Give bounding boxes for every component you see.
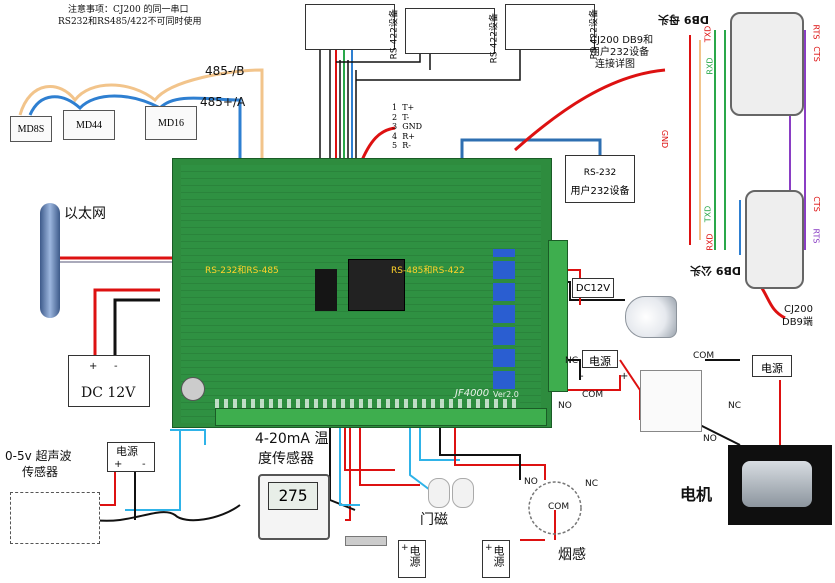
smoke-com: COM: [548, 502, 570, 512]
motor-label: 电机: [680, 485, 713, 504]
dc12v-main-minus: -: [114, 361, 118, 372]
note-line2: RS232和RS485/422不可同时使用: [58, 17, 202, 27]
power-label-ultrasonic: 电源: [116, 445, 138, 458]
rs232-device: RS-232 用户232设备: [565, 155, 635, 203]
right-terminal-block: [548, 240, 568, 392]
db9-male-label: DB9 公头: [690, 264, 741, 277]
wire-txd-bottom: TXD: [703, 205, 713, 223]
temp-sensor-line1: 4-20mA 温: [255, 431, 329, 447]
smoke-nc: NC: [585, 479, 599, 489]
db9-detail-line1: CJ200 DB9和: [590, 35, 654, 46]
db9-female-label: DB9 母头: [658, 13, 709, 26]
smoke-label: 烟感: [558, 547, 586, 563]
power-label-temp: 电源: [408, 545, 421, 567]
no-label-2: NO: [703, 434, 717, 444]
board-label-rs232-485: RS-232和RS-485: [205, 266, 279, 276]
relay-plus: +: [620, 371, 629, 382]
cj200-port-line1: CJ200: [784, 304, 814, 315]
power-box-motor: 电源: [752, 355, 792, 377]
db9-detail-line2: 用户232设备: [590, 47, 650, 58]
wire-gnd: GND: [660, 129, 670, 149]
relay-bank: [493, 249, 515, 389]
db9-female-connector: [730, 12, 804, 116]
wire-rxd-bottom: RXD: [705, 233, 715, 251]
db9-male-connector: [745, 190, 804, 289]
smoke-plus: +: [485, 543, 493, 553]
nc-label-1: NC: [565, 356, 579, 366]
dc12v-main-label: DC 12V: [81, 385, 136, 401]
door-sensor-left: [428, 478, 450, 508]
ethernet-label: 以太网: [64, 206, 106, 222]
temp-connector: [345, 536, 387, 546]
wire-cts-top: CTS: [811, 46, 821, 62]
ultrasonic-line1: 0-5v 超声波: [5, 449, 72, 463]
memory-chip: [315, 269, 337, 311]
rs422-device-1-label: RS-422设备: [389, 9, 399, 60]
nc-label-2: NC: [728, 401, 742, 411]
power-label-smoke: 电源: [492, 545, 505, 567]
temp-sensor-device: 275: [258, 474, 330, 540]
smoke-no: NO: [524, 477, 538, 487]
temp-sensor-line2: 度传感器: [258, 451, 314, 467]
rs422-pin-list: 1 T+ 2 T- 3 GND 4 R+ 5 R-: [392, 103, 422, 151]
pin-row: 2 T-: [392, 112, 410, 122]
note-line1: 注意事项：CJ200 的同一串口: [68, 5, 189, 15]
db9-detail-line3: 连接详图: [595, 59, 635, 70]
rs422-device-2: RS-422设备: [405, 8, 499, 63]
wire-cts-bottom: CTS: [811, 196, 821, 212]
relay-minus: -: [580, 371, 584, 382]
rs485-b-label: 485-/B: [205, 64, 245, 78]
ultrasonic-plus: +: [114, 459, 123, 470]
power-box-smoke: + 电源: [482, 540, 510, 578]
dc12v-small-supply: DC12V: [572, 278, 614, 298]
rs232-device-line1: RS-232: [583, 168, 617, 178]
power-box-ultrasonic: 电源 + -: [107, 442, 155, 472]
ultrasonic-sensor: [10, 492, 100, 544]
power-box-temp: + 电源: [398, 540, 426, 578]
board-label-rs422: RS-485和RS-422: [391, 266, 465, 276]
dc12v-main-supply: + - DC 12V: [68, 355, 150, 407]
no-label-1: NO: [558, 401, 572, 411]
ethernet-pipe: [40, 203, 60, 318]
bottom-terminal-block: [215, 408, 547, 426]
power-box-relay: 电源: [582, 350, 618, 368]
cpu-chip: [348, 259, 405, 311]
ultrasonic-minus: -: [142, 459, 146, 470]
cj200-port-line2: DB9端: [782, 317, 813, 328]
rs485-module-md16: MD16: [145, 106, 197, 140]
pin-row: 1 T+: [392, 103, 415, 112]
rs422-device-1: RS-422设备: [305, 4, 399, 59]
coin-battery: [181, 377, 205, 401]
wire-rts-bottom: RTS: [811, 228, 821, 244]
door-sensor-right: [452, 478, 474, 508]
rs422-device-3: RS-422设备: [505, 4, 599, 59]
rs485-module-md8s: MD8S: [10, 116, 52, 142]
lamp: [625, 296, 677, 338]
wire-txd-top: TXD: [703, 25, 713, 43]
board-version: Ver2.0: [493, 390, 519, 399]
rs485-a-label: 485+/A: [200, 95, 246, 109]
rs485-module-md44: MD44: [63, 110, 115, 140]
board-model: JF4000: [455, 388, 490, 399]
relay-switch: [640, 370, 702, 432]
com-label-2: COM: [693, 351, 715, 361]
motor-body: [742, 461, 812, 507]
door-label: 门磁: [420, 512, 448, 528]
ultrasonic-line2: 传感器: [22, 465, 59, 479]
wire-rxd-top: RXD: [705, 57, 715, 75]
motor-photo: [728, 445, 832, 525]
wire-rts-top: RTS: [811, 24, 821, 40]
temp-plus: +: [401, 543, 409, 553]
com-label-1: COM: [582, 390, 604, 400]
pin-row: 4 R+: [392, 131, 415, 141]
temp-display: 275: [268, 482, 318, 510]
rs232-device-line2: 用户232设备: [570, 186, 630, 197]
pin-row: 5 R-: [392, 141, 411, 150]
main-board: RS-232和RS-485 RS-485和RS-422 JF4000 Ver2.…: [172, 158, 552, 428]
pin-row: 3 GND: [392, 122, 422, 131]
dc12v-main-plus: +: [89, 361, 98, 372]
rs422-device-2-label: RS-422设备: [489, 13, 499, 64]
